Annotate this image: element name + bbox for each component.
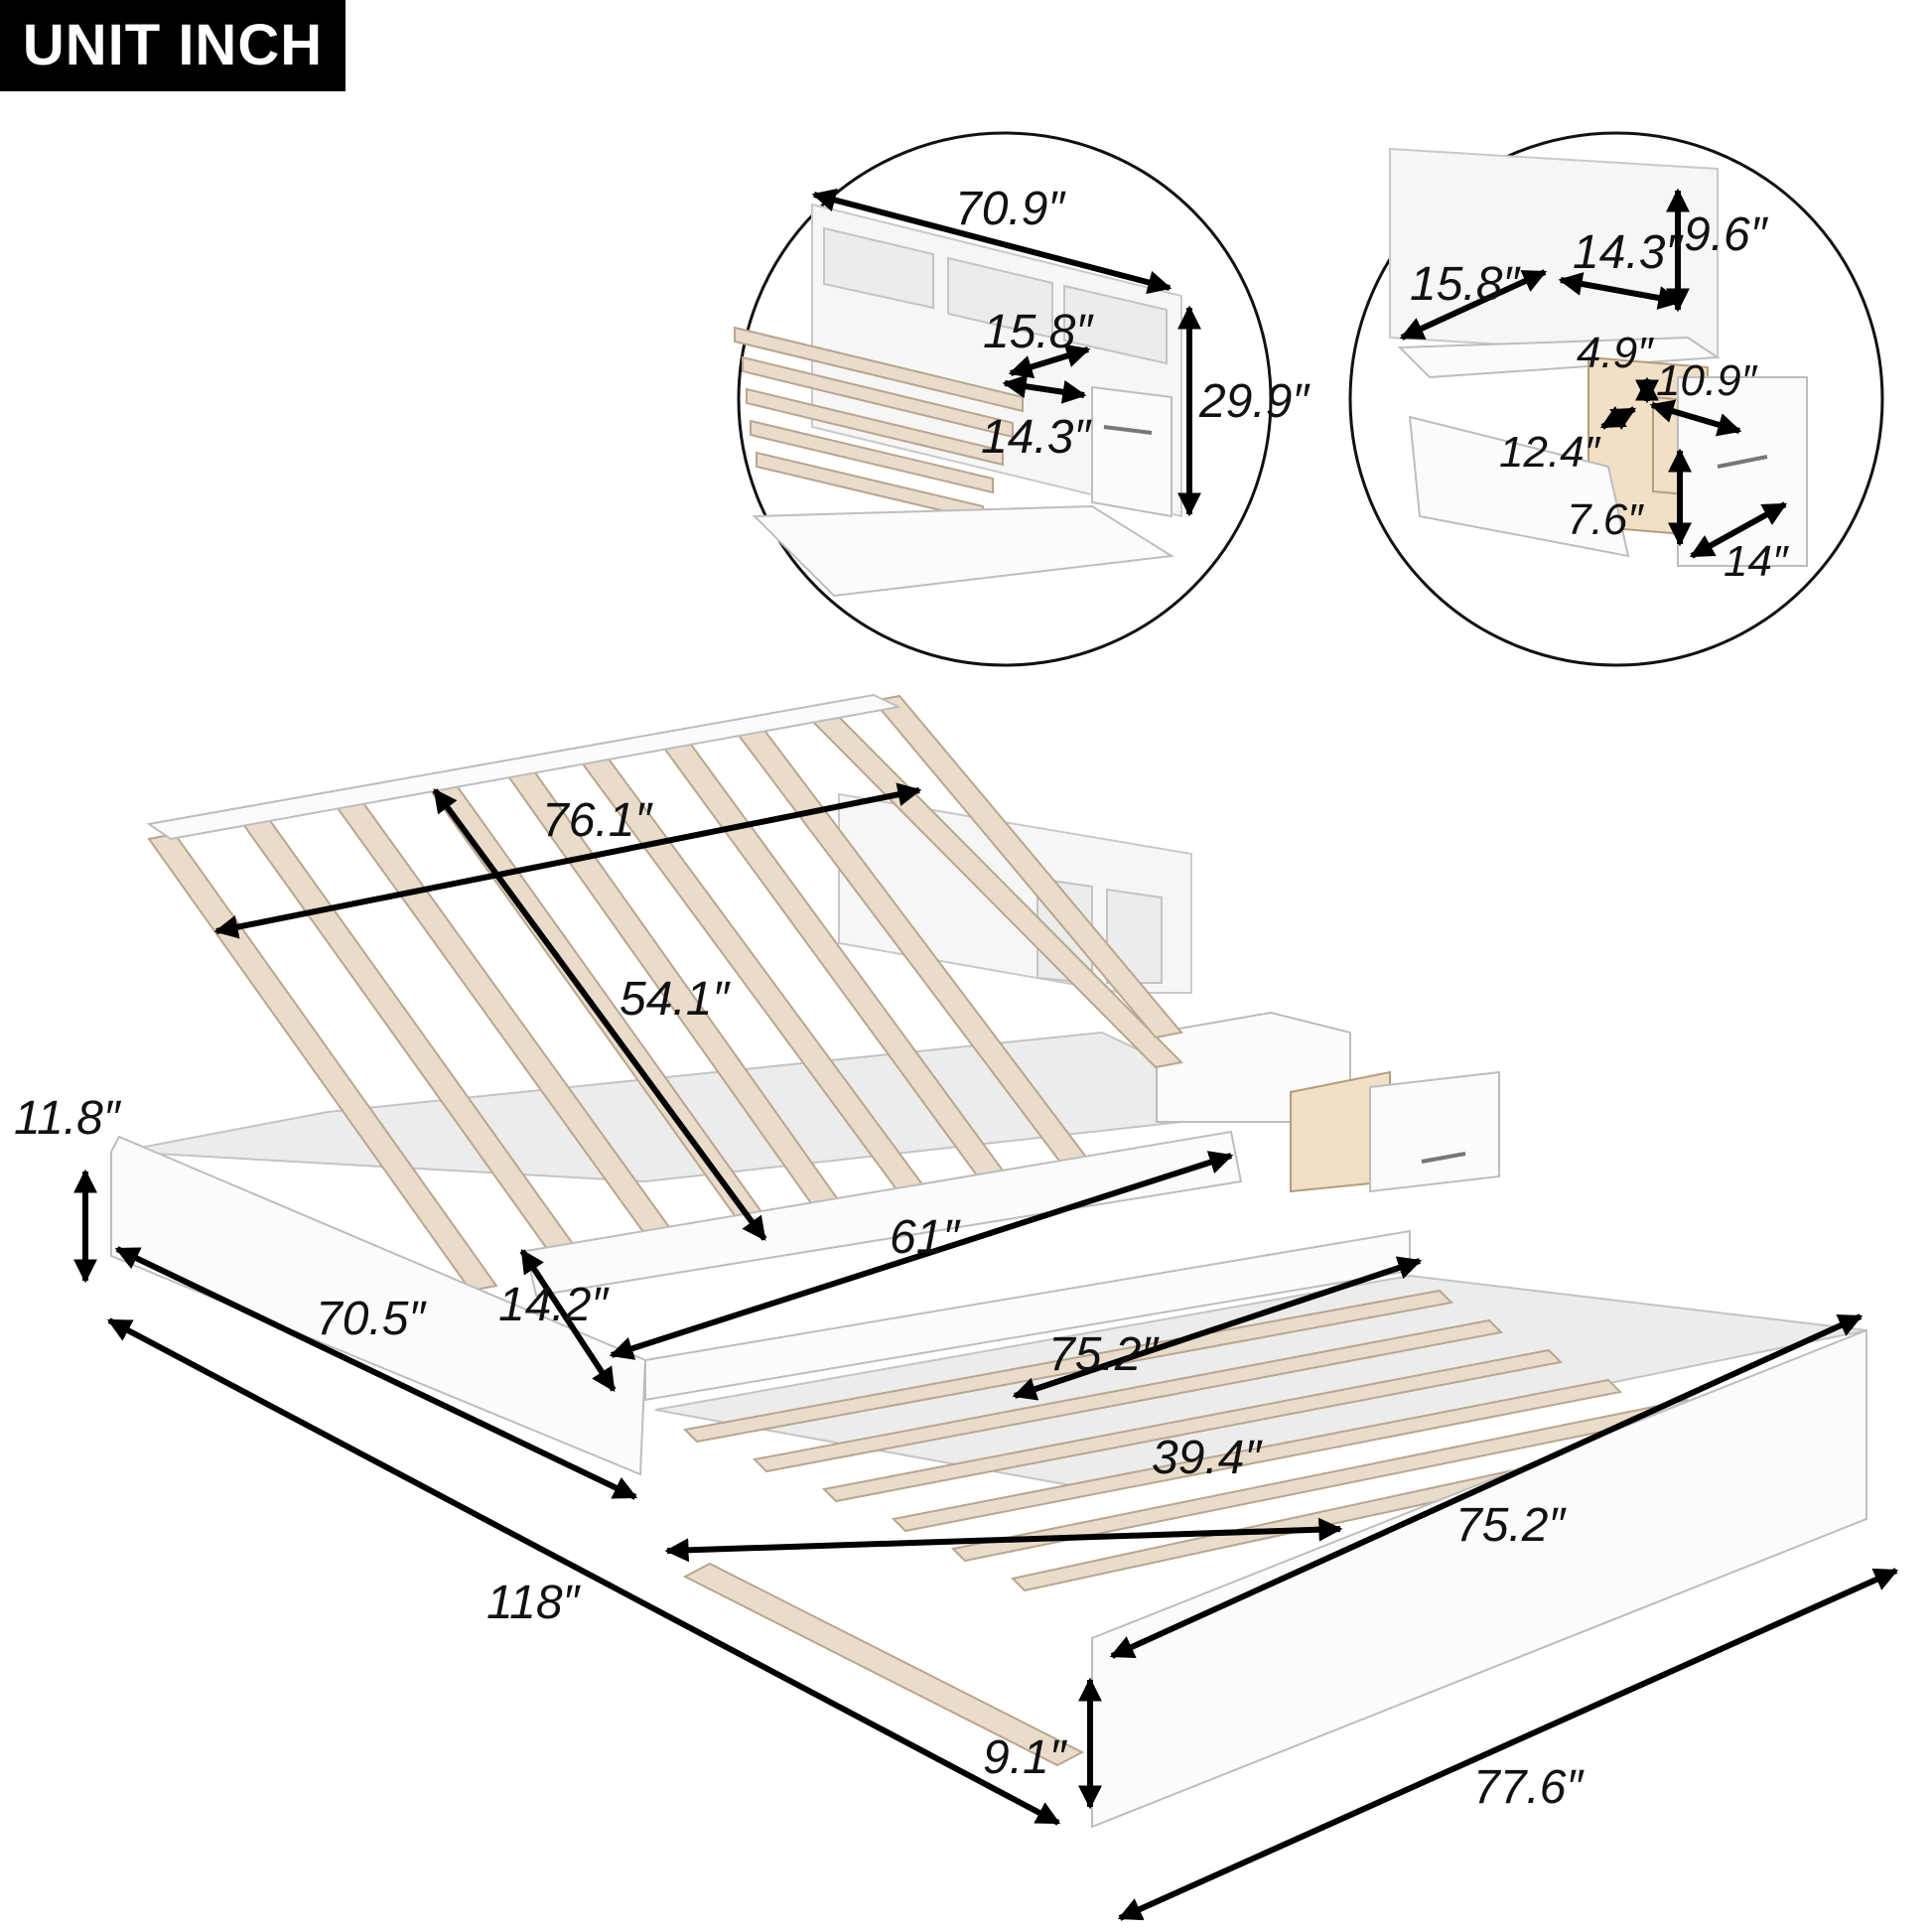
dim-nightstand-depth: 15.8″ — [1410, 258, 1521, 311]
dim-seat-length: 61″ — [890, 1211, 961, 1264]
dim-seat-depth: 14.2″ — [498, 1279, 610, 1331]
dim-nightstand-drawer-width: 10.9″ — [1656, 356, 1758, 405]
headboard-detail-mattress — [752, 504, 1174, 598]
dim-trundle-side-length: 75.2″ — [1455, 1499, 1567, 1552]
headboard-detail-slats — [734, 326, 1024, 522]
dim-nightstand-drawer-depth: 12.4″ — [1499, 428, 1601, 477]
dim-nightstand-drawer-height: 7.6″ — [1567, 495, 1644, 544]
main-nightstand-drawer-front — [1369, 1070, 1500, 1193]
headboard-detail: 70.9″ 15.8″ 14.3″ 29.9″ — [734, 131, 1311, 667]
dim-trundle-height: 9.1″ — [983, 1731, 1068, 1784]
dim-nightstand-width: 14.3″ — [1573, 226, 1684, 279]
dim-bed-length: 70.5″ — [316, 1293, 427, 1345]
dim-headboard-height: 29.9″ — [1198, 375, 1311, 428]
dim-headboard-depth: 15.8″ — [983, 306, 1094, 358]
dim-headboard-shelf: 14.3″ — [981, 411, 1092, 464]
dim-headboard-width: 70.9″ — [955, 183, 1066, 235]
dim-trundle-inner-length: 75.2″ — [1048, 1328, 1160, 1381]
nightstand-detail: 15.8″ 14.3″ 9.6″ 4.9″ 10.9″ 12.4″ 7.6″ 1… — [1348, 131, 1884, 667]
nightstand-detail-mattress — [1408, 415, 1630, 558]
dim-trundle-outer-length: 77.6″ — [1473, 1761, 1585, 1814]
dim-slat-width: 76.1″ — [542, 794, 653, 847]
unit-badge: UNIT INCH — [0, 0, 345, 91]
dim-side-height: 11.8″ — [14, 1092, 122, 1145]
main-bed: 76.1″ 54.1″ 11.8″ 70.5″ 14.2″ 61″ 118″ 7… — [14, 693, 1899, 1921]
dim-total-length: 118″ — [486, 1577, 582, 1629]
dim-trundle-inner-width: 39.4″ — [1152, 1432, 1263, 1484]
dim-slat-length: 54.1″ — [620, 973, 731, 1026]
dim-nightstand-height: 9.6″ — [1684, 208, 1769, 261]
dim-nightstand-drawer-front-height: 4.9″ — [1577, 329, 1654, 377]
dim-nightstand-front-width: 14″ — [1724, 537, 1789, 586]
nightstand-top — [1397, 336, 1721, 379]
